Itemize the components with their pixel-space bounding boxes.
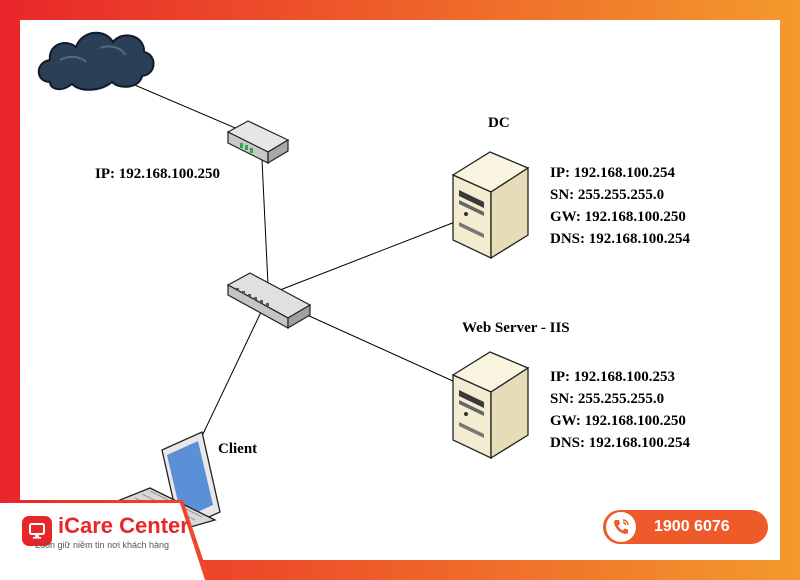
line-router-switch: [261, 159, 269, 286]
brand-name: iCare Center: [58, 513, 189, 538]
web-server-title: Web Server - IIS: [462, 320, 570, 336]
web-subnet: SN: 255.255.255.0: [550, 391, 665, 407]
dc-subnet: SN: 255.255.255.0: [550, 187, 665, 203]
web-server-info: IP: 192.168.100.253 SN: 255.255.255.0 GW…: [550, 366, 690, 454]
router-icon: [226, 120, 290, 165]
dc-dns: DNS: 192.168.100.254: [550, 231, 691, 247]
client-label: Client: [218, 441, 258, 457]
phone-icon: [606, 512, 636, 542]
dc-info: IP: 192.168.100.254 SN: 255.255.255.0 GW…: [550, 162, 690, 250]
web-server-icon: [451, 351, 530, 460]
dc-ip: IP: 192.168.100.254: [550, 165, 675, 181]
dc-gateway: GW: 192.168.100.250: [550, 209, 686, 225]
line-switch-client: [192, 309, 263, 456]
line-switch-dc: [279, 221, 456, 291]
line-switch-web: [284, 304, 456, 383]
web-dns: DNS: 192.168.100.254: [550, 435, 691, 451]
hotline-button[interactable]: 1900 6076: [603, 510, 768, 544]
switch-icon: [226, 272, 312, 330]
brand-tagline: Luôn giữ niềm tin nơi khách hàng: [35, 540, 170, 550]
web-ip: IP: 192.168.100.253: [550, 369, 675, 385]
web-gateway: GW: 192.168.100.250: [550, 413, 686, 429]
diagram-panel: [20, 20, 780, 560]
dc-title: DC: [488, 115, 510, 131]
dc-server-icon: [451, 151, 530, 260]
brand-logo-icon: [22, 516, 52, 546]
connection-lines: [94, 67, 456, 456]
router-ip-label: IP: 192.168.100.250: [95, 166, 220, 182]
cloud-icon: [37, 31, 155, 91]
hotline-number: 1900 6076: [654, 518, 730, 535]
